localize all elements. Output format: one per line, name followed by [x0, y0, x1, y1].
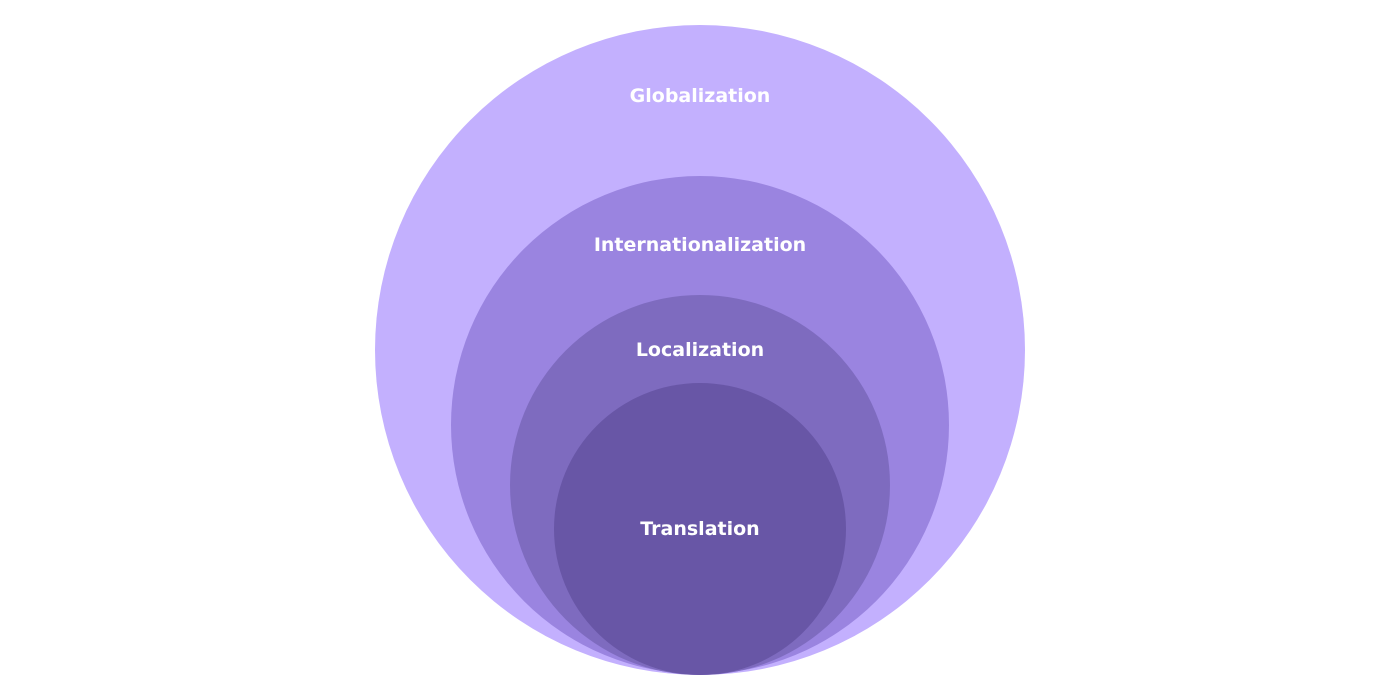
internationalization-label: Internationalization — [594, 234, 806, 256]
localization-label: Localization — [636, 339, 764, 361]
globalization-label: Globalization — [630, 85, 771, 107]
translation-label: Translation — [640, 518, 759, 540]
translation-circle — [554, 383, 846, 675]
